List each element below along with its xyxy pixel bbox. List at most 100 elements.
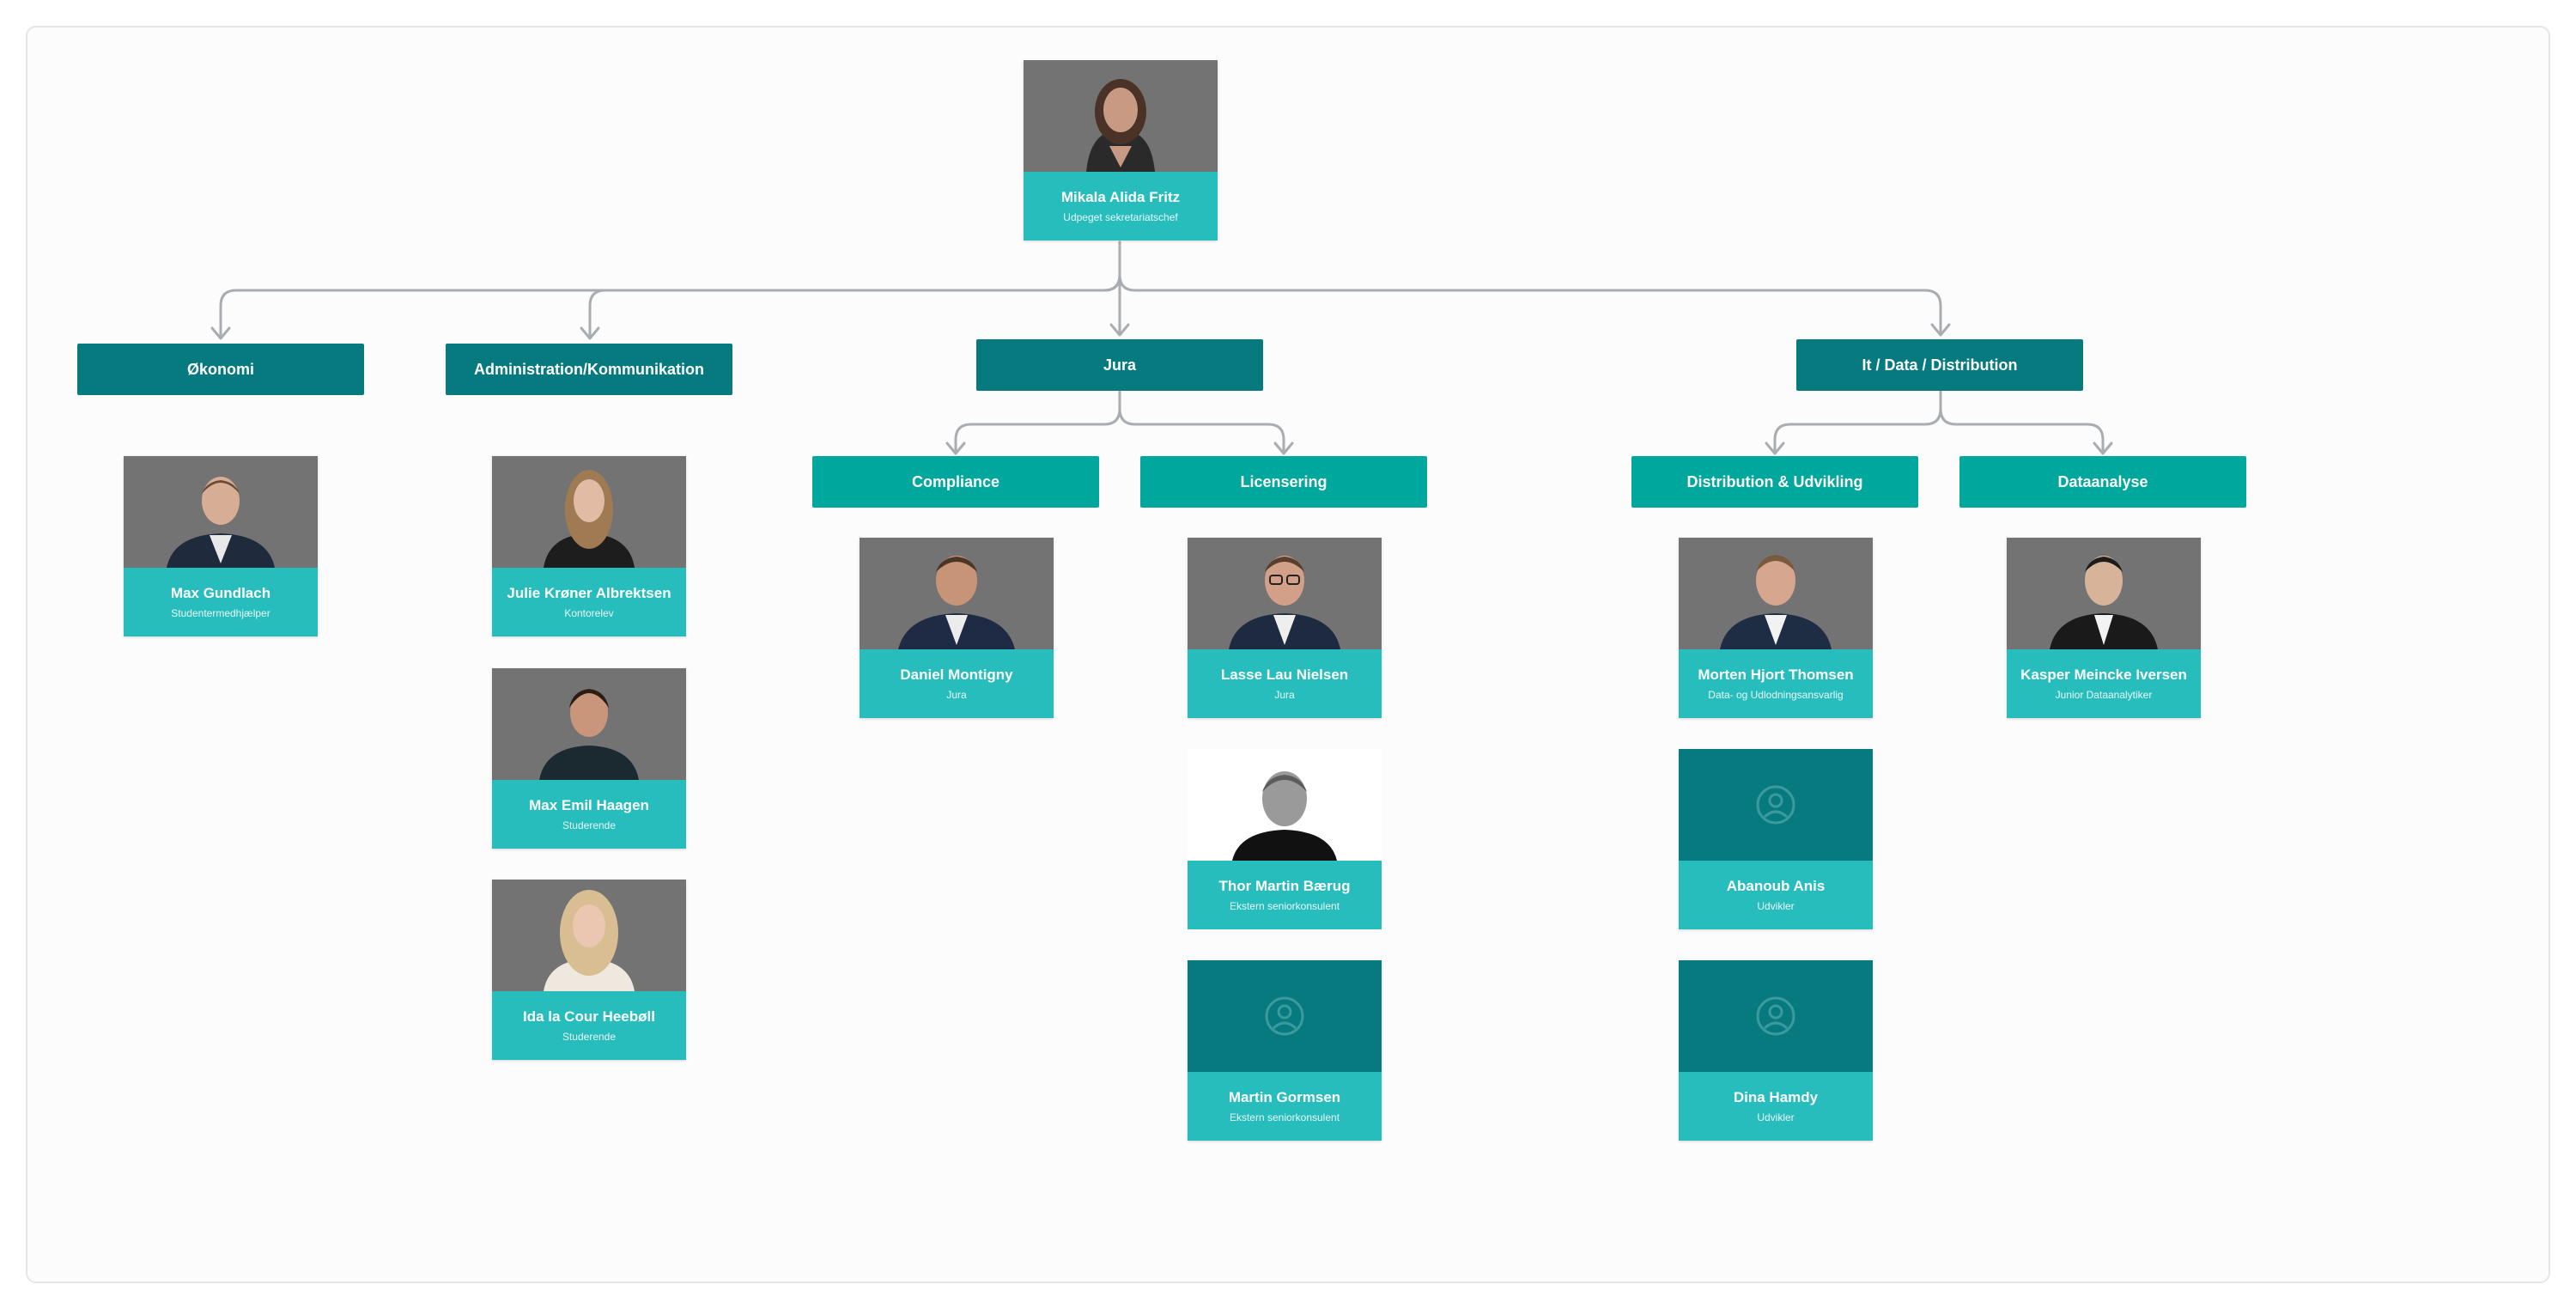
portrait-photo bbox=[1024, 60, 1218, 172]
portrait-silhouette bbox=[539, 689, 639, 780]
dept-distribution-udvikling[interactable]: Distribution & Udvikling bbox=[1631, 456, 1918, 508]
portrait-photo bbox=[860, 538, 1054, 649]
person-role: Jura bbox=[946, 689, 967, 701]
card-info: Thor Martin Bærug Ekstern seniorkonsulen… bbox=[1188, 861, 1382, 929]
connector-ceo-okonomi bbox=[219, 240, 1121, 337]
person-role: Udvikler bbox=[1757, 900, 1795, 912]
person-card-morten[interactable]: Morten Hjort Thomsen Data- og Udlodnings… bbox=[1679, 538, 1873, 718]
dept-it-data-distribution[interactable]: It / Data / Distribution bbox=[1796, 339, 2083, 391]
connector-ceo-admin bbox=[588, 273, 1121, 337]
portrait-placeholder bbox=[1679, 960, 1873, 1072]
person-card-dina[interactable]: Dina Hamdy Udvikler bbox=[1679, 960, 1873, 1141]
person-name: Kasper Meincke Iversen bbox=[2020, 667, 2187, 683]
person-role: Jura bbox=[1274, 689, 1295, 701]
card-info: Dina Hamdy Udvikler bbox=[1679, 1072, 1873, 1141]
person-role: Kontorelev bbox=[564, 607, 614, 619]
dept-okonomi[interactable]: Økonomi bbox=[77, 344, 364, 395]
person-name: Mikala Alida Fritz bbox=[1060, 189, 1181, 205]
person-name: Ida la Cour Heebøll bbox=[523, 1008, 655, 1025]
connector-it-distribution bbox=[1773, 390, 1942, 452]
person-role: Ekstern seniorkonsulent bbox=[1229, 900, 1340, 912]
portrait-silhouette bbox=[898, 556, 1015, 649]
card-info: Morten Hjort Thomsen Data- og Udlodnings… bbox=[1679, 649, 1873, 718]
person-name: Martin Gormsen bbox=[1228, 1089, 1341, 1105]
person-name: Abanoub Anis bbox=[1726, 878, 1826, 894]
portrait-silhouette bbox=[1086, 79, 1155, 172]
card-info: Abanoub Anis Udvikler bbox=[1679, 861, 1873, 929]
person-card-julie[interactable]: Julie Krøner Albrektsen Kontorelev bbox=[492, 456, 686, 636]
person-role: Studerende bbox=[562, 819, 617, 831]
person-role: Junior Dataanalytiker bbox=[2055, 689, 2153, 701]
card-info: Kasper Meincke Iversen Junior Dataanalyt… bbox=[2007, 649, 2201, 718]
person-role: Ekstern seniorkonsulent bbox=[1229, 1111, 1340, 1123]
person-card-martin[interactable]: Martin Gormsen Ekstern seniorkonsulent bbox=[1188, 960, 1382, 1141]
dept-licensering[interactable]: Licensering bbox=[1140, 456, 1427, 508]
person-card-thor[interactable]: Thor Martin Bærug Ekstern seniorkonsulen… bbox=[1188, 749, 1382, 929]
portrait-silhouette bbox=[544, 470, 635, 568]
portrait-placeholder bbox=[1679, 749, 1873, 861]
person-card-lasse[interactable]: Lasse Lau Nielsen Jura bbox=[1188, 538, 1382, 718]
arrow-it bbox=[1930, 323, 1951, 337]
connector-jura-licensering bbox=[1118, 407, 1285, 452]
portrait-silhouette bbox=[544, 890, 635, 991]
portrait-photo bbox=[492, 880, 686, 991]
portrait-photo bbox=[124, 456, 318, 568]
person-card-kasper[interactable]: Kasper Meincke Iversen Junior Dataanalyt… bbox=[2007, 538, 2201, 718]
arrow-distribution bbox=[1765, 441, 1785, 455]
person-role: Udvikler bbox=[1757, 1111, 1795, 1123]
person-card-max-gundlach[interactable]: Max Gundlach Studentermedhjælper bbox=[124, 456, 318, 636]
portrait-silhouette bbox=[167, 477, 275, 568]
portrait-photo bbox=[1188, 749, 1382, 861]
dept-jura[interactable]: Jura bbox=[976, 339, 1263, 391]
person-name: Max Emil Haagen bbox=[529, 797, 649, 813]
dept-compliance[interactable]: Compliance bbox=[812, 456, 1099, 508]
user-placeholder-icon bbox=[1756, 785, 1795, 825]
arrow-dataanalyse bbox=[2093, 441, 2113, 455]
person-name: Dina Hamdy bbox=[1733, 1089, 1819, 1105]
connector-it-dataanalyse bbox=[1939, 407, 2105, 452]
card-info: Ida la Cour Heebøll Studerende bbox=[492, 991, 686, 1060]
person-card-max-emil[interactable]: Max Emil Haagen Studerende bbox=[492, 668, 686, 849]
person-card-daniel[interactable]: Daniel Montigny Jura bbox=[860, 538, 1054, 718]
card-info: Lasse Lau Nielsen Jura bbox=[1188, 649, 1382, 718]
person-role: Udpeget sekretariatschef bbox=[1063, 211, 1178, 223]
person-name: Daniel Montigny bbox=[900, 667, 1013, 683]
user-placeholder-icon bbox=[1756, 996, 1795, 1036]
person-card-abanoub[interactable]: Abanoub Anis Udvikler bbox=[1679, 749, 1873, 929]
arrow-okonomi bbox=[210, 326, 231, 340]
arrow-compliance bbox=[945, 441, 966, 455]
person-name: Thor Martin Bærug bbox=[1218, 878, 1351, 894]
arrow-licensering bbox=[1273, 441, 1294, 455]
arrow-admin bbox=[580, 326, 600, 340]
card-info: Mikala Alida Fritz Udpeget sekretariatsc… bbox=[1024, 172, 1218, 240]
portrait-silhouette bbox=[1232, 771, 1337, 861]
card-info: Martin Gormsen Ekstern seniorkonsulent bbox=[1188, 1072, 1382, 1141]
portrait-silhouette bbox=[1229, 556, 1340, 649]
dept-administration[interactable]: Administration/Kommunikation bbox=[446, 344, 732, 395]
card-info: Max Gundlach Studentermedhjælper bbox=[124, 568, 318, 636]
card-info: Max Emil Haagen Studerende bbox=[492, 780, 686, 849]
card-info: Daniel Montigny Jura bbox=[860, 649, 1054, 718]
person-role: Studerende bbox=[562, 1031, 617, 1043]
arrow-jura bbox=[1109, 323, 1130, 337]
person-card-ceo[interactable]: Mikala Alida Fritz Udpeget sekretariatsc… bbox=[1024, 60, 1218, 240]
person-role: Studentermedhjælper bbox=[171, 607, 270, 619]
person-name: Max Gundlach bbox=[170, 585, 271, 601]
portrait-silhouette bbox=[1720, 555, 1832, 649]
portrait-photo bbox=[492, 668, 686, 780]
connector-jura-compliance bbox=[954, 390, 1121, 452]
person-name: Lasse Lau Nielsen bbox=[1220, 667, 1349, 683]
user-placeholder-icon bbox=[1265, 996, 1304, 1036]
portrait-photo bbox=[1679, 538, 1873, 649]
card-info: Julie Krøner Albrektsen Kontorelev bbox=[492, 568, 686, 636]
portrait-photo bbox=[2007, 538, 2201, 649]
person-card-ida[interactable]: Ida la Cour Heebøll Studerende bbox=[492, 880, 686, 1060]
portrait-silhouette bbox=[2050, 556, 2158, 649]
person-name: Morten Hjort Thomsen bbox=[1698, 667, 1854, 683]
person-name: Julie Krøner Albrektsen bbox=[507, 585, 671, 601]
connector-ceo-it bbox=[1118, 273, 1942, 333]
dept-dataanalyse[interactable]: Dataanalyse bbox=[1959, 456, 2246, 508]
portrait-photo bbox=[492, 456, 686, 568]
portrait-photo bbox=[1188, 538, 1382, 649]
